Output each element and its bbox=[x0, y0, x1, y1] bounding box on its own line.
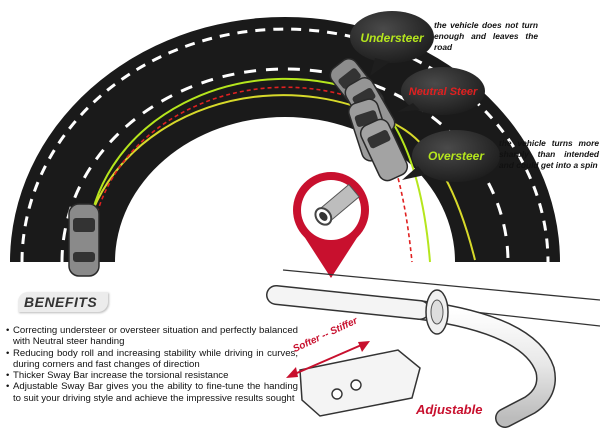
neutral-steer-bubble: Neutral Steer bbox=[397, 67, 485, 115]
benefit-item: Adjustable Sway Bar gives you the abilit… bbox=[6, 381, 298, 404]
benefit-item: Thicker Sway Bar increase the torsional … bbox=[6, 370, 298, 382]
benefit-item: Correcting understeer or oversteer situa… bbox=[6, 325, 298, 348]
road-edge-outer bbox=[20, 27, 550, 263]
car-start bbox=[68, 203, 100, 277]
benefits-heading: BENEFITS bbox=[18, 292, 108, 312]
oversteer-bubble-label: Oversteer bbox=[428, 149, 485, 163]
adjustable-label: Adjustable bbox=[416, 402, 483, 417]
sway-bar bbox=[266, 269, 600, 428]
benefit-item: Reducing body roll and increasing stabil… bbox=[6, 348, 298, 371]
understeer-bubble-label: Understeer bbox=[360, 31, 425, 45]
car-oversteer-2 bbox=[359, 118, 409, 182]
oversteer-bubble: Oversteer bbox=[402, 130, 500, 182]
map-pin-icon bbox=[293, 172, 369, 278]
understeer-bubble: Understeer bbox=[350, 11, 434, 76]
benefits-list: Correcting understeer or oversteer situa… bbox=[6, 325, 298, 404]
understeer-description: the vehicle does not turn enough and lea… bbox=[434, 20, 538, 52]
neutral-path bbox=[87, 77, 431, 263]
neutral-steer-bubble-label: Neutral Steer bbox=[409, 86, 478, 98]
oversteer-description: the vehicle turns more sharply than inte… bbox=[499, 138, 599, 170]
oversteer-path bbox=[91, 86, 413, 263]
